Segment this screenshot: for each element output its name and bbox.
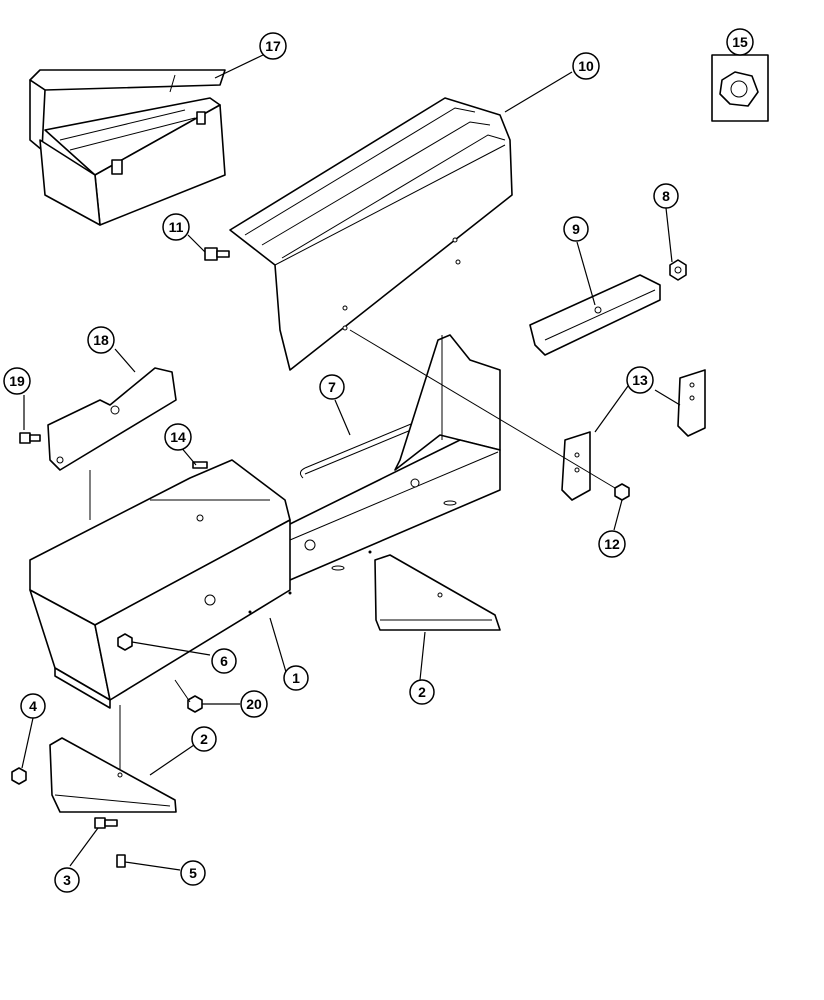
- callout-17: 17: [259, 32, 287, 60]
- svg-text:6: 6: [220, 653, 228, 669]
- callout-8: 8: [653, 183, 679, 209]
- nut-15-inset: [711, 54, 769, 122]
- clip-14: [192, 461, 208, 469]
- svg-text:11: 11: [169, 219, 184, 235]
- angle-bracket-right: [374, 554, 501, 631]
- svg-text:1: 1: [292, 670, 300, 686]
- callout-2-right: 2: [409, 679, 435, 705]
- svg-text:20: 20: [246, 696, 262, 712]
- svg-text:5: 5: [189, 865, 197, 881]
- bolt-11: [204, 247, 230, 261]
- svg-text:2: 2: [200, 731, 208, 747]
- svg-text:2: 2: [418, 684, 426, 700]
- svg-text:3: 3: [63, 872, 71, 888]
- callout-11: 11: [162, 213, 190, 241]
- callout-12: 12: [598, 530, 626, 558]
- leader-lines: [21, 54, 681, 871]
- callout-20: 20: [240, 690, 268, 718]
- plate-13a: [561, 431, 591, 501]
- callout-6: 6: [211, 648, 237, 674]
- svg-text:14: 14: [170, 429, 186, 445]
- svg-text:17: 17: [265, 38, 281, 54]
- callout-10: 10: [572, 52, 600, 80]
- alignment-lines: [89, 329, 616, 770]
- svg-text:12: 12: [604, 536, 620, 552]
- callout-1: 1: [283, 665, 309, 691]
- nut-20: [187, 695, 203, 713]
- svg-text:19: 19: [9, 373, 25, 389]
- callout-18: 18: [87, 326, 115, 354]
- callout-15: 15: [726, 28, 754, 56]
- nut-6: [117, 633, 133, 651]
- callout-19: 19: [3, 367, 31, 395]
- cover-panel: [229, 97, 513, 371]
- callout-13: 13: [626, 366, 654, 394]
- svg-text:7: 7: [328, 379, 336, 395]
- bolt-19: [19, 432, 41, 444]
- bracket-18: [47, 367, 177, 471]
- nut-12: [614, 483, 630, 501]
- callout-14: 14: [164, 423, 192, 451]
- bolt-3: [94, 817, 118, 829]
- bracket-9: [529, 274, 661, 356]
- callout-3: 3: [54, 867, 80, 893]
- callout-4: 4: [20, 693, 46, 719]
- svg-text:13: 13: [632, 372, 648, 388]
- nut-8: [669, 259, 687, 281]
- callout-5: 5: [180, 860, 206, 886]
- angle-bracket-left: [49, 737, 177, 813]
- plate-13b: [677, 369, 706, 437]
- svg-text:15: 15: [732, 34, 748, 50]
- callout-9: 9: [563, 216, 589, 242]
- callout-7: 7: [319, 374, 345, 400]
- svg-text:18: 18: [93, 332, 109, 348]
- svg-text:10: 10: [578, 58, 594, 74]
- bolt-5: [116, 854, 126, 868]
- svg-text:9: 9: [572, 221, 580, 237]
- svg-text:8: 8: [662, 188, 670, 204]
- callout-2-left: 2: [191, 726, 217, 752]
- svg-text:4: 4: [29, 698, 37, 714]
- tool-box: [29, 69, 226, 226]
- nut-4: [11, 767, 27, 785]
- main-frame: [29, 334, 501, 709]
